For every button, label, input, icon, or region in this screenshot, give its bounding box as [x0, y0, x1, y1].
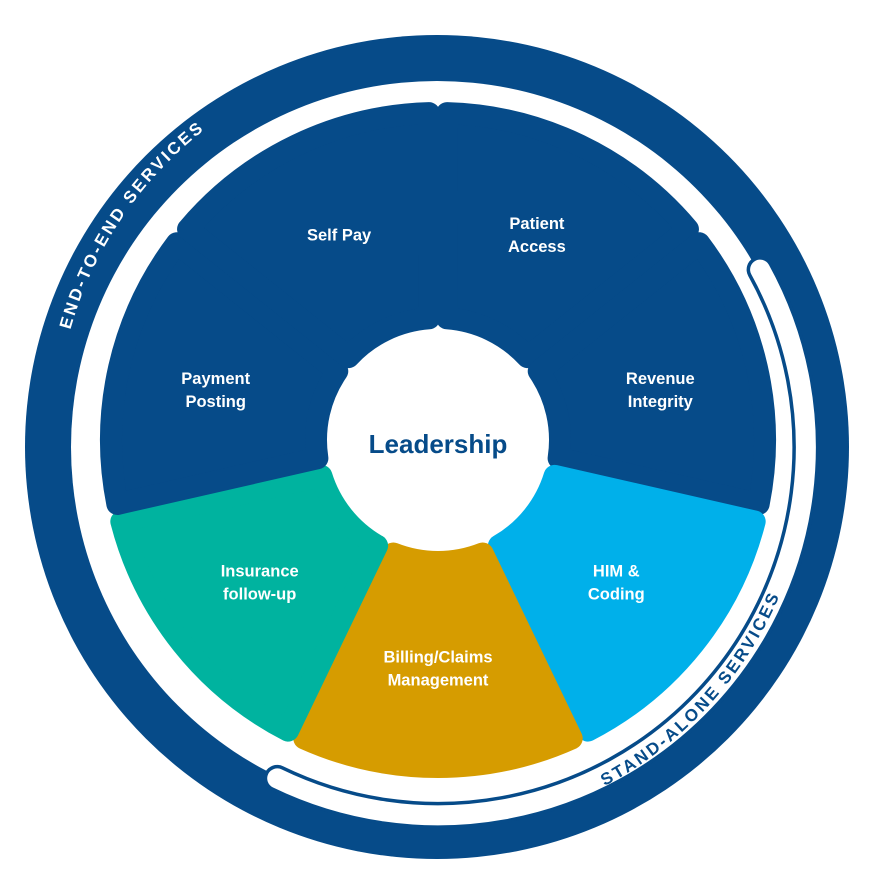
segment-self-pay [177, 102, 441, 369]
segment-patient-access [435, 102, 699, 369]
segment-payment-posting [100, 232, 349, 515]
center-leadership-label: Leadership [369, 429, 508, 459]
segment-label: HIM &Coding [588, 563, 645, 604]
segment-label: Self Pay [307, 227, 372, 245]
segment-billing-claims-management [293, 542, 583, 778]
segment-him-coding [487, 464, 766, 742]
segment-revenue-integrity [527, 232, 776, 515]
stand-alone-arc-band-inner [267, 259, 816, 826]
segment-insurance-follow-up [110, 464, 389, 742]
